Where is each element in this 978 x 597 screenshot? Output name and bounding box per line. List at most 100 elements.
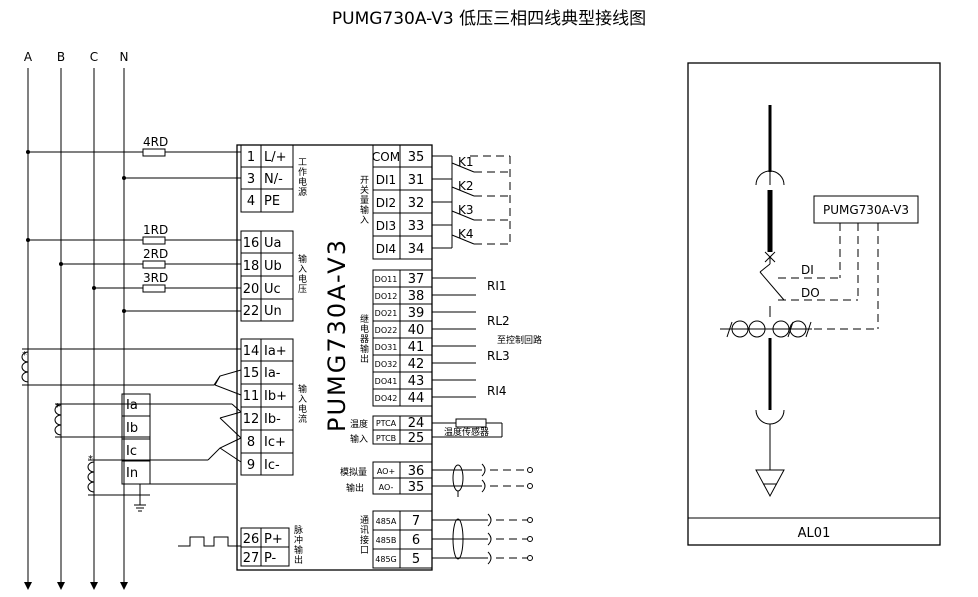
pin-name: DO42 xyxy=(375,394,398,403)
pulse-waveform xyxy=(178,536,241,547)
pin-name: 485A xyxy=(376,517,397,526)
pin-name: DO21 xyxy=(375,309,398,318)
pin-name: Ia+ xyxy=(264,344,287,359)
pin-name: P- xyxy=(264,551,277,566)
label-temp-input: 输入 xyxy=(350,433,368,445)
pin-name: 485B xyxy=(376,536,397,545)
pin-num: 34 xyxy=(408,242,425,257)
label-work-power: 工作电源 xyxy=(298,158,307,198)
pin-name: 485G xyxy=(375,555,396,564)
fuse-label: 1RD xyxy=(143,223,168,237)
relay-label: RI1 xyxy=(487,279,507,293)
pin-num: 35 xyxy=(408,150,425,165)
pin-name: Ic- xyxy=(264,458,280,473)
switch-inputs xyxy=(432,155,511,249)
pin-name: Ia- xyxy=(264,366,281,381)
pin-name: DI3 xyxy=(376,219,396,233)
pin-name: PTCB xyxy=(376,434,396,443)
fuse-label: 3RD xyxy=(143,271,168,285)
panel-device-label: PUMG730A-V3 xyxy=(823,203,909,217)
pin-num: 26 xyxy=(243,532,260,547)
current-transformers: * * * xyxy=(21,348,242,512)
relay-label: RL3 xyxy=(487,349,510,363)
relay-label: RL2 xyxy=(487,314,510,328)
pin-num: 33 xyxy=(408,219,425,234)
pin-name: Ua xyxy=(264,236,281,251)
pin-num: 40 xyxy=(408,323,425,338)
contact-label: K1 xyxy=(458,155,474,169)
phase-label-n: N xyxy=(120,50,129,64)
pin-name: L/+ xyxy=(264,150,287,165)
pin-num: 3 xyxy=(247,172,255,187)
supply-wiring xyxy=(26,148,241,313)
panel-di-label: DI xyxy=(801,263,814,277)
pin-name: Un xyxy=(264,304,282,319)
pin-num: 36 xyxy=(408,464,425,479)
label-voltage-input: 输入电压 xyxy=(298,253,307,295)
label-switch-input: 开关量输入 xyxy=(360,175,369,226)
contact-label: K3 xyxy=(458,203,474,217)
pin-num: 42 xyxy=(408,357,425,372)
pin-num: 44 xyxy=(408,391,425,406)
panel-do-label: DO xyxy=(801,286,820,300)
feeder-panel xyxy=(687,62,941,546)
fuse-label: 4RD xyxy=(143,135,168,149)
pin-name: DI4 xyxy=(376,242,396,256)
pin-num: 43 xyxy=(408,374,425,389)
pin-name: P+ xyxy=(264,532,283,547)
pin-num: 8 xyxy=(247,435,255,450)
analog-output-wiring xyxy=(432,463,533,497)
pin-name: AO+ xyxy=(377,467,395,476)
pin-name: AO- xyxy=(379,483,394,492)
pin-num: 41 xyxy=(408,340,425,355)
temp-sensor-wiring xyxy=(432,418,503,438)
pin-name: DI2 xyxy=(376,196,396,210)
rs485-wiring xyxy=(432,513,533,565)
pin-num: 25 xyxy=(408,431,425,446)
pin-name: DO11 xyxy=(375,275,398,284)
pin-num: 27 xyxy=(243,551,260,566)
pin-name: COM xyxy=(372,150,400,164)
pin-name: DI1 xyxy=(376,173,396,187)
temp-sensor-label: 温度传感器 xyxy=(444,426,489,438)
pin-num: 16 xyxy=(243,236,260,251)
pin-name: Ib- xyxy=(264,412,281,427)
label-relay-output: 继电器输出 xyxy=(360,313,369,365)
device-model-label: PUMG730A-V3 xyxy=(323,238,351,432)
pin-name: Ic+ xyxy=(264,435,286,450)
ct-label: Ib xyxy=(126,421,138,436)
pin-num: 12 xyxy=(243,412,260,427)
pin-num: 5 xyxy=(412,552,420,567)
pin-num: 6 xyxy=(412,533,420,548)
relay-outputs xyxy=(432,277,476,398)
pin-name: PE xyxy=(264,194,280,209)
pin-num: 20 xyxy=(243,282,260,297)
pin-num: 15 xyxy=(243,366,260,381)
pin-num: 31 xyxy=(408,173,425,188)
pin-num: 35 xyxy=(408,480,425,495)
phase-label-b: B xyxy=(57,50,65,64)
pin-num: 7 xyxy=(412,514,420,529)
svg-text:*: * xyxy=(55,402,60,413)
ct-label: Ia xyxy=(126,398,138,413)
pin-num: 18 xyxy=(243,259,260,274)
pin-num: 24 xyxy=(408,416,425,431)
label-current-input: 输入电流 xyxy=(298,383,307,425)
fuse-label: 2RD xyxy=(143,247,168,261)
pin-name: Ib+ xyxy=(264,389,287,404)
label-analog: 模拟量 xyxy=(340,466,367,478)
pin-name: DO31 xyxy=(375,343,398,352)
pin-name: Uc xyxy=(264,282,281,297)
pin-num: 11 xyxy=(243,389,260,404)
pin-name: N/- xyxy=(264,172,283,187)
phase-label-a: A xyxy=(24,50,33,64)
relay-label: RI4 xyxy=(487,384,507,398)
left-terminal-strip xyxy=(240,144,294,567)
phase-bus-lines xyxy=(24,68,128,590)
ct-label: In xyxy=(126,466,138,481)
contact-label: K4 xyxy=(458,227,474,241)
pin-name: Ub xyxy=(264,259,282,274)
ct-label: Ic xyxy=(126,444,137,459)
pin-num: 9 xyxy=(247,458,255,473)
